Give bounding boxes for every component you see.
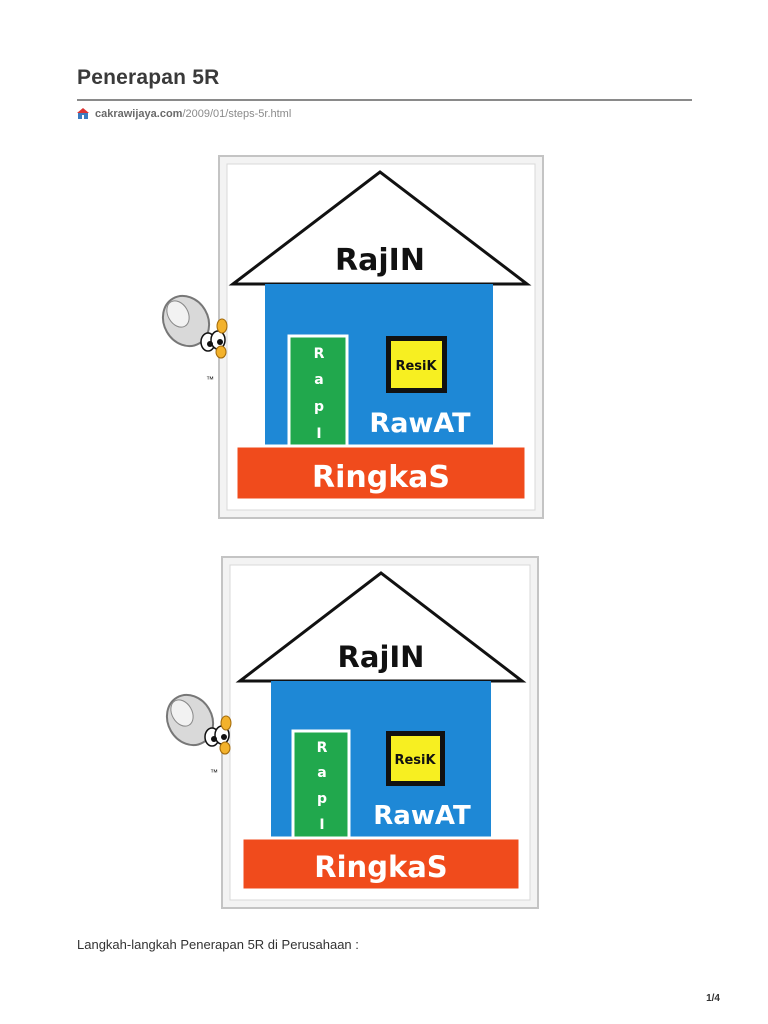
base-label: RingkaS — [312, 460, 450, 495]
source-line: cakrawijaya.com/2009/01/steps-5r.html — [77, 106, 291, 122]
mascot-icon — [161, 294, 228, 359]
source-domain-link[interactable]: cakrawijaya.com — [95, 108, 183, 120]
roof-label: RajIN — [335, 243, 425, 278]
badge-box — [391, 736, 440, 781]
pillar-letter: I — [319, 817, 324, 833]
pillar — [291, 729, 351, 841]
badge-label: ResiK — [394, 753, 436, 768]
5r-house-figure-1: RajIN R a p I ResiK RawAT RingkaS ™ — [158, 154, 544, 519]
badge-label: ResiK — [395, 359, 437, 374]
page-number: 1/4 — [706, 993, 720, 1004]
roof-label: RajIN — [338, 640, 425, 674]
pillar-letter: p — [317, 791, 327, 807]
wall-label: RawAT — [373, 801, 471, 831]
trademark-mark: ™ — [206, 375, 214, 384]
site-favicon-icon — [77, 108, 89, 119]
pillar-letter: p — [314, 399, 324, 415]
base-bar — [240, 836, 522, 892]
5r-house-diagram: RajIN R a p I ResiK RawAT RingkaS ™ — [161, 155, 544, 519]
pillar-letter: a — [317, 765, 326, 781]
source-path[interactable]: /2009/01/steps-5r.html — [182, 108, 292, 120]
mascot-icon — [165, 693, 232, 755]
5r-house-diagram: RajIN R a p I ResiK RawAT RingkaS ™ — [165, 556, 539, 909]
base-bar — [234, 444, 528, 502]
trademark-mark: ™ — [210, 768, 218, 777]
wall-label: RawAT — [369, 408, 471, 439]
title-divider — [77, 99, 692, 101]
pillar-letter: I — [316, 426, 321, 442]
pillar-letter: R — [314, 346, 325, 362]
page-title: Penerapan 5R — [77, 66, 220, 89]
base-label: RingkaS — [314, 850, 447, 884]
5r-house-figure-2: RajIN R a p I ResiK RawAT RingkaS ™ — [160, 555, 542, 911]
body-paragraph: Langkah-langkah Penerapan 5R di Perusaha… — [77, 937, 359, 952]
pillar-letter: a — [314, 372, 323, 388]
badge-box — [391, 341, 442, 388]
pillar-letter: R — [317, 740, 328, 756]
